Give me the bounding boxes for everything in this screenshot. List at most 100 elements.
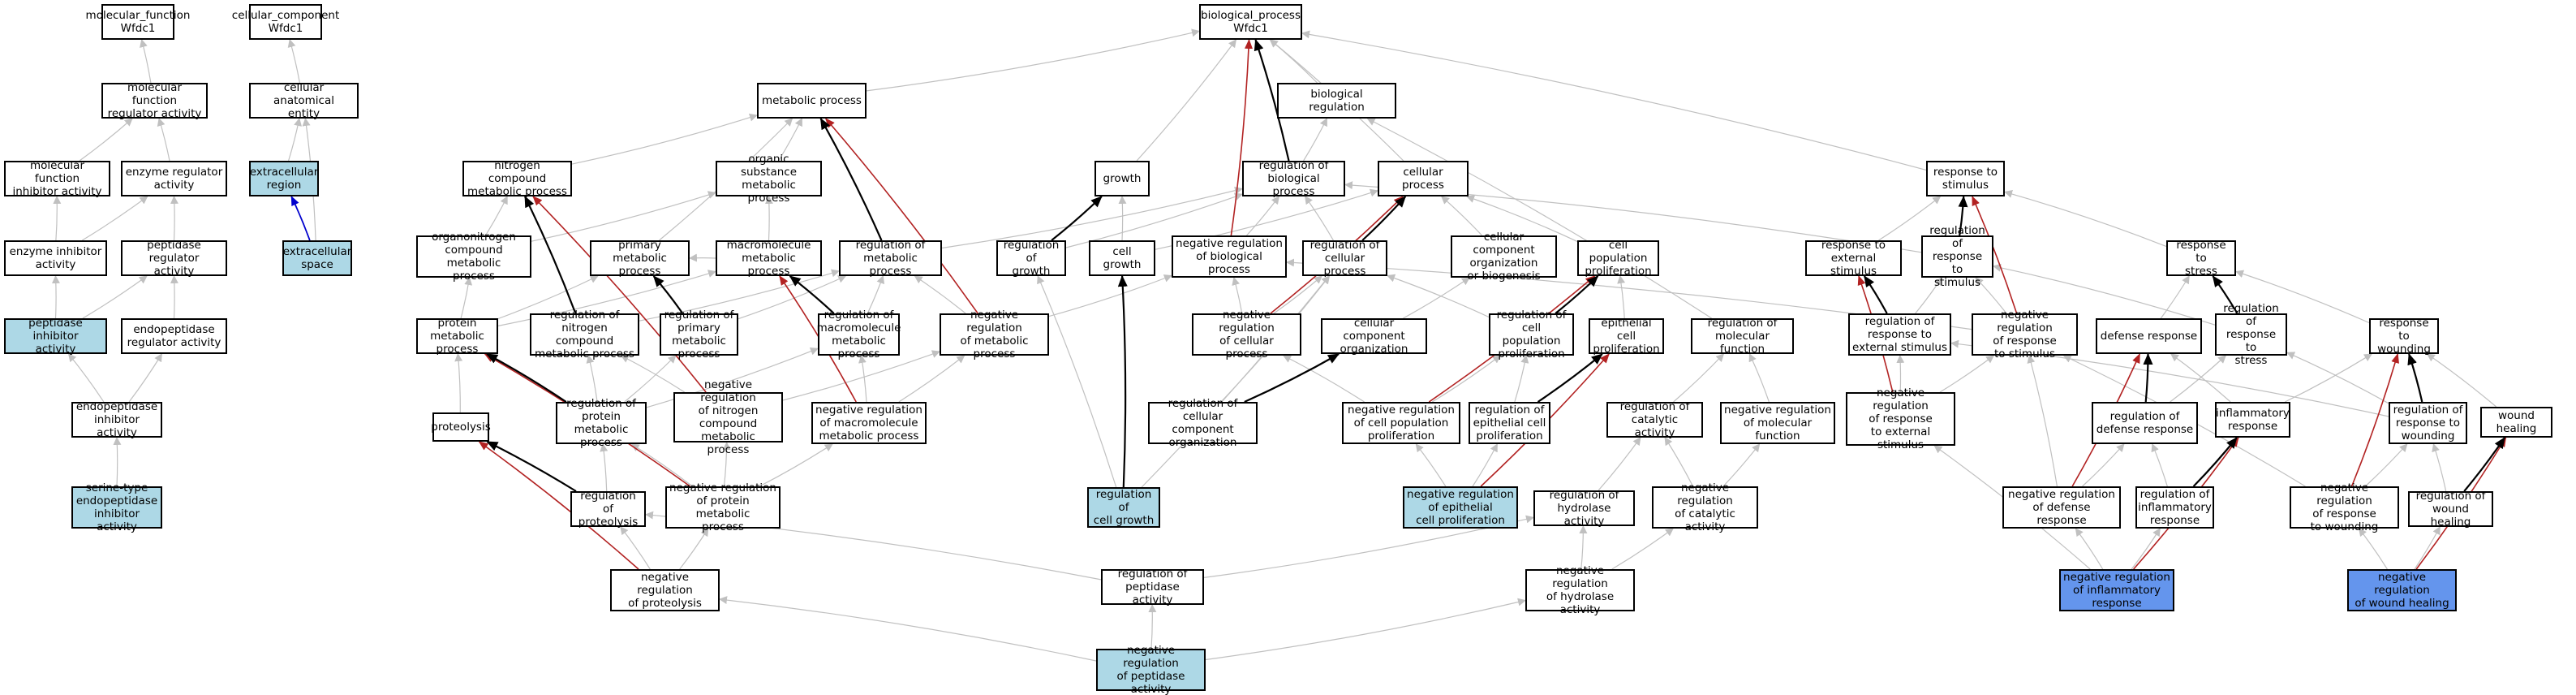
- go-term-exreg[interactable]: extracellular region: [249, 161, 319, 196]
- edge-is_a-nrmp-to-rmp: [914, 275, 966, 314]
- go-term-rtw[interactable]: response to wounding: [2369, 317, 2439, 356]
- go-term-mfia[interactable]: molecular function inhibitor activity: [4, 159, 110, 198]
- edge-is_a-nrproteo-to-rproteo: [620, 526, 651, 570]
- go-term-defresp[interactable]: defense response: [2096, 318, 2202, 354]
- go-term-nrprotmp[interactable]: negative regulation of protein metabolic…: [665, 481, 781, 533]
- go-term-nrecp[interactable]: negative regulation of epithelial cell p…: [1403, 486, 1518, 529]
- go-term-nrcpp[interactable]: negative regulation of cell population p…: [1342, 402, 1460, 444]
- edge-is_a-rprotmp-to-rmmp: [646, 347, 819, 408]
- go-term-rpmp[interactable]: regulation of primary metabolic process: [660, 309, 738, 360]
- go-term-epra[interactable]: endopeptidase regulator activity: [121, 318, 227, 354]
- go-term-nrwh[interactable]: negative regulation of wound healing: [2347, 569, 2457, 611]
- edge-part_of-rcp-to-cellproc: [1361, 196, 1407, 241]
- go-term-rcco[interactable]: regulation of cellular component organiz…: [1148, 397, 1258, 449]
- edge-is_a-nrpa-to-nrproteo: [719, 596, 1097, 662]
- go-term-rtes[interactable]: response to external stimulus: [1805, 239, 1902, 278]
- go-term-rog[interactable]: regulation of growth: [996, 239, 1066, 278]
- go-term-protmp[interactable]: protein metabolic process: [416, 317, 498, 356]
- go-term-cellproc[interactable]: cellular process: [1378, 161, 1469, 196]
- go-term-rtstress[interactable]: response to stress: [2166, 239, 2236, 278]
- go-term-rrtstress[interactable]: regulation of response to stress: [2215, 302, 2287, 367]
- go-term-rmmp[interactable]: regulation of macromolecule metabolic pr…: [816, 309, 901, 360]
- edge-is_a-nrha-to-rha: [1579, 525, 1588, 570]
- go-term-proteo[interactable]: proteolysis: [431, 412, 491, 442]
- go-term-era[interactable]: enzyme regulator activity: [121, 161, 227, 196]
- go-term-rrtes[interactable]: regulation of response to external stimu…: [1848, 313, 1951, 356]
- edge-is_a-osmp-to-metab: [778, 118, 802, 162]
- go-term-epia[interactable]: endopeptidase inhibitor activity: [71, 400, 162, 439]
- go-term-inflam[interactable]: inflammatory response: [2215, 402, 2290, 438]
- go-term-nrrts[interactable]: negative regulation of response to stimu…: [1972, 309, 2078, 360]
- go-term-cpp[interactable]: cell population proliferation: [1577, 239, 1659, 278]
- edge-is_a-rmf-to-bioreg: [1366, 118, 1712, 319]
- go-term-nrmp[interactable]: negative regulation of metabolic process: [940, 309, 1049, 360]
- edge-part_of-rrtstress-to-rtstress: [2212, 275, 2238, 314]
- edge-is_a-protmp-to-oncmp: [460, 277, 473, 319]
- go-term-bioreg[interactable]: biological regulation: [1277, 83, 1396, 119]
- edge-is_a-nrwh-to-rwh: [2414, 526, 2441, 570]
- go-term-mmp[interactable]: macromolecule metabolic process: [716, 239, 822, 278]
- go-term-nrrtw[interactable]: negative regulation of response to wound…: [2290, 481, 2399, 533]
- go-term-pra[interactable]: peptidase regulator activity: [121, 239, 227, 278]
- go-term-nrproteo[interactable]: negative regulation of proteolysis: [610, 569, 720, 611]
- edge-is_a-cae-to-cc: [287, 39, 300, 84]
- go-term-pmp[interactable]: primary metabolic process: [590, 239, 690, 278]
- go-term-ecp[interactable]: epithelial cell proliferation: [1589, 317, 1664, 356]
- go-term-rca[interactable]: regulation of catalytic activity: [1606, 400, 1703, 439]
- go-term-rcpp[interactable]: regulation of cell population proliferat…: [1489, 309, 1574, 360]
- go-term-mf[interactable]: molecular_function Wfdc1: [86, 4, 190, 40]
- go-term-stepia[interactable]: serine-type endopeptidase inhibitor acti…: [71, 481, 162, 533]
- go-term-nrca[interactable]: negative regulation of catalytic activit…: [1652, 481, 1758, 533]
- go-term-pia[interactable]: peptidase inhibitor activity: [4, 317, 107, 356]
- edge-is_a-nrbp-to-rbp: [1246, 196, 1279, 236]
- go-term-rpa[interactable]: regulation of peptidase activity: [1101, 568, 1204, 607]
- edge-is_a-nrir-to-nrdr: [2075, 528, 2104, 570]
- go-term-mfra[interactable]: molecular function regulator activity: [101, 81, 208, 120]
- go-term-rdr[interactable]: regulation of defense response: [2092, 402, 2198, 444]
- go-term-rbp[interactable]: regulation of biological process: [1242, 159, 1345, 198]
- go-term-nrrtes[interactable]: negative regulation of response to exter…: [1846, 386, 1955, 451]
- go-term-rmf[interactable]: regulation of molecular function: [1691, 317, 1794, 356]
- go-term-nrmf[interactable]: negative regulation of molecular functio…: [1720, 402, 1835, 444]
- edge-is_a-rts-to-bp: [1301, 30, 1927, 171]
- go-term-rrtw[interactable]: regulation of response to wounding: [2389, 402, 2467, 444]
- go-term-nrcp[interactable]: negative regulation of cellular process: [1192, 309, 1301, 360]
- go-term-nrha[interactable]: negative regulation of hydrolase activit…: [1525, 564, 1635, 616]
- go-term-ncmp[interactable]: nitrogen compound metabolic process: [462, 159, 572, 198]
- go-term-bp[interactable]: biological_process Wfdc1: [1199, 4, 1302, 40]
- go-term-growth[interactable]: growth: [1094, 161, 1150, 196]
- go-term-rir[interactable]: regulation of inflammatory response: [2135, 486, 2214, 529]
- go-term-cg[interactable]: cell growth: [1089, 240, 1155, 276]
- go-term-rncmp[interactable]: regulation of nitrogen compound metaboli…: [530, 309, 639, 360]
- go-term-nrir[interactable]: negative regulation of inflammatory resp…: [2059, 569, 2174, 611]
- go-term-rcp[interactable]: regulation of cellular process: [1302, 239, 1387, 278]
- edge-is_a-rmp-to-rbp: [941, 186, 1243, 249]
- go-term-rwh[interactable]: regulation of wound healing: [2408, 490, 2493, 529]
- go-term-cco[interactable]: cellular component organization: [1321, 317, 1427, 356]
- go-term-metab[interactable]: metabolic process: [757, 83, 867, 119]
- go-term-nrncmp[interactable]: negative regulation of nitrogen compound…: [673, 378, 783, 456]
- go-term-eia[interactable]: enzyme inhibitor activity: [4, 240, 107, 276]
- go-term-rprotmp[interactable]: regulation of protein metabolic process: [556, 397, 647, 449]
- go-term-osmp[interactable]: organic substance metabolic process: [716, 153, 822, 205]
- go-term-nrmmp[interactable]: negative regulation of macromolecule met…: [811, 402, 927, 444]
- edge-is_a-nrrtes-to-nrrts: [1939, 355, 1995, 393]
- go-term-wh[interactable]: wound healing: [2480, 407, 2552, 438]
- go-term-exspace[interactable]: extracellular space: [282, 240, 352, 276]
- edge-is_a-protmp-to-mmp: [497, 270, 716, 326]
- go-term-recp[interactable]: regulation of epithelial cell proliferat…: [1469, 402, 1550, 444]
- go-term-nrpa[interactable]: negative regulation of peptidase activit…: [1096, 644, 1206, 695]
- go-term-nrdr[interactable]: negative regulation of defense response: [2002, 486, 2121, 529]
- go-term-rrts[interactable]: regulation of response to stimulus: [1921, 224, 1993, 289]
- go-term-rha[interactable]: regulation of hydrolase activity: [1533, 489, 1635, 528]
- go-term-nrbp[interactable]: negative regulation of biological proces…: [1172, 235, 1287, 278]
- go-term-rts[interactable]: response to stimulus: [1926, 161, 2005, 196]
- go-term-rproteo[interactable]: regulation of proteolysis: [570, 490, 646, 529]
- go-term-cc[interactable]: cellular_component Wfdc1: [232, 4, 339, 40]
- edge-is_a-rprotmp-to-rpmp: [624, 355, 677, 403]
- go-term-cae[interactable]: cellular anatomical entity: [249, 81, 359, 120]
- go-term-rmp[interactable]: regulation of metabolic process: [839, 239, 942, 278]
- go-term-ccob[interactable]: cellular component organization or bioge…: [1451, 231, 1557, 283]
- go-term-rcg[interactable]: regulation of cell growth: [1087, 487, 1160, 528]
- go-term-oncmp[interactable]: organonitrogen compound metabolic proces…: [416, 231, 531, 283]
